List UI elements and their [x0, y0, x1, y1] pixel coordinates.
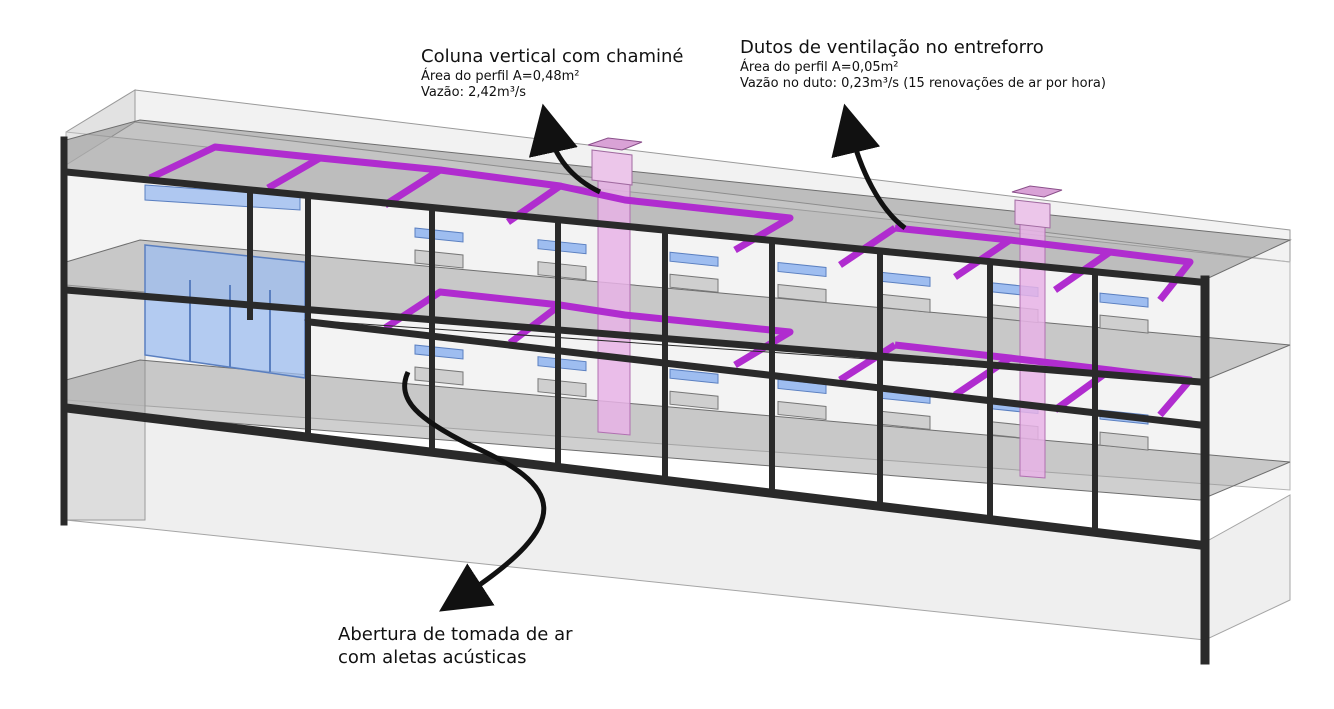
acoustic-louver — [1099, 431, 1149, 451]
beam-roof — [62, 168, 1204, 286]
window-lower — [414, 344, 464, 360]
inlet-annotation: Abertura de tomada de ar com aletas acús… — [338, 624, 573, 669]
chimney-right — [1019, 207, 1046, 479]
chimney-right-box — [1014, 199, 1051, 229]
acoustic-louver — [537, 261, 587, 281]
duct-upper-left — [148, 143, 324, 192]
acoustic-louver — [669, 390, 719, 410]
chimney-left-cap — [587, 137, 643, 151]
window-lower — [537, 356, 587, 372]
beam-lower — [304, 319, 1201, 383]
leader-arrows — [402, 103, 907, 612]
window-upper — [414, 227, 464, 243]
window-lower — [669, 368, 719, 384]
ducts-area: Área do perfil A=0,05m² — [740, 59, 899, 75]
arrow-inlet — [402, 370, 547, 612]
window-upper — [669, 251, 719, 267]
ducts-flow: Vazão no duto: 0,23m³/s (15 renovações d… — [740, 75, 1106, 91]
acoustic-louver — [777, 400, 827, 421]
duct-lower-right — [838, 342, 897, 383]
acoustic-louver — [414, 249, 464, 269]
chimney-columns — [587, 137, 1063, 479]
ducts-annotation: Dutos de ventilação no entreforro Área d… — [740, 37, 1106, 92]
acoustic-louver — [414, 366, 464, 386]
arrow-ducts — [831, 103, 907, 231]
arrow-chimney — [528, 103, 602, 195]
rear-windows — [414, 227, 1149, 451]
window-upper — [777, 261, 827, 278]
inlet-line-1: Abertura de tomada de ar — [338, 624, 573, 645]
chimney-flow: Vazão: 2,42m³/s — [421, 84, 527, 100]
duct-lower-left — [383, 288, 564, 346]
acoustic-louver — [1099, 314, 1149, 334]
acoustic-louver — [669, 273, 719, 293]
inlet-line-2: com aletas acústicas — [338, 646, 527, 668]
beam-ground — [60, 402, 1206, 551]
acoustic-louver — [777, 283, 827, 304]
chimney-left — [597, 169, 631, 436]
ducts-title: Dutos de ventilação no entreforro — [740, 37, 1044, 58]
chimney-left-box — [591, 149, 633, 186]
beam-lower-floor — [306, 318, 1204, 429]
left-glazing — [144, 184, 306, 379]
frame-columns — [247, 190, 1098, 535]
window-upper — [1099, 292, 1149, 308]
structural-frame — [60, 136, 1210, 665]
chimney-area: Área do perfil A=0,48m² — [421, 68, 580, 84]
window-upper — [537, 239, 587, 255]
beam-upper — [62, 286, 1204, 386]
duct-upper-right4 — [1109, 248, 1194, 303]
chimney-title: Coluna vertical com chaminé — [421, 46, 684, 67]
chimney-right-cap — [1011, 185, 1063, 198]
duct-upper-center — [559, 182, 794, 254]
chimney-annotation: Coluna vertical com chaminé Área do perf… — [421, 46, 684, 101]
acoustic-louver — [537, 378, 587, 398]
